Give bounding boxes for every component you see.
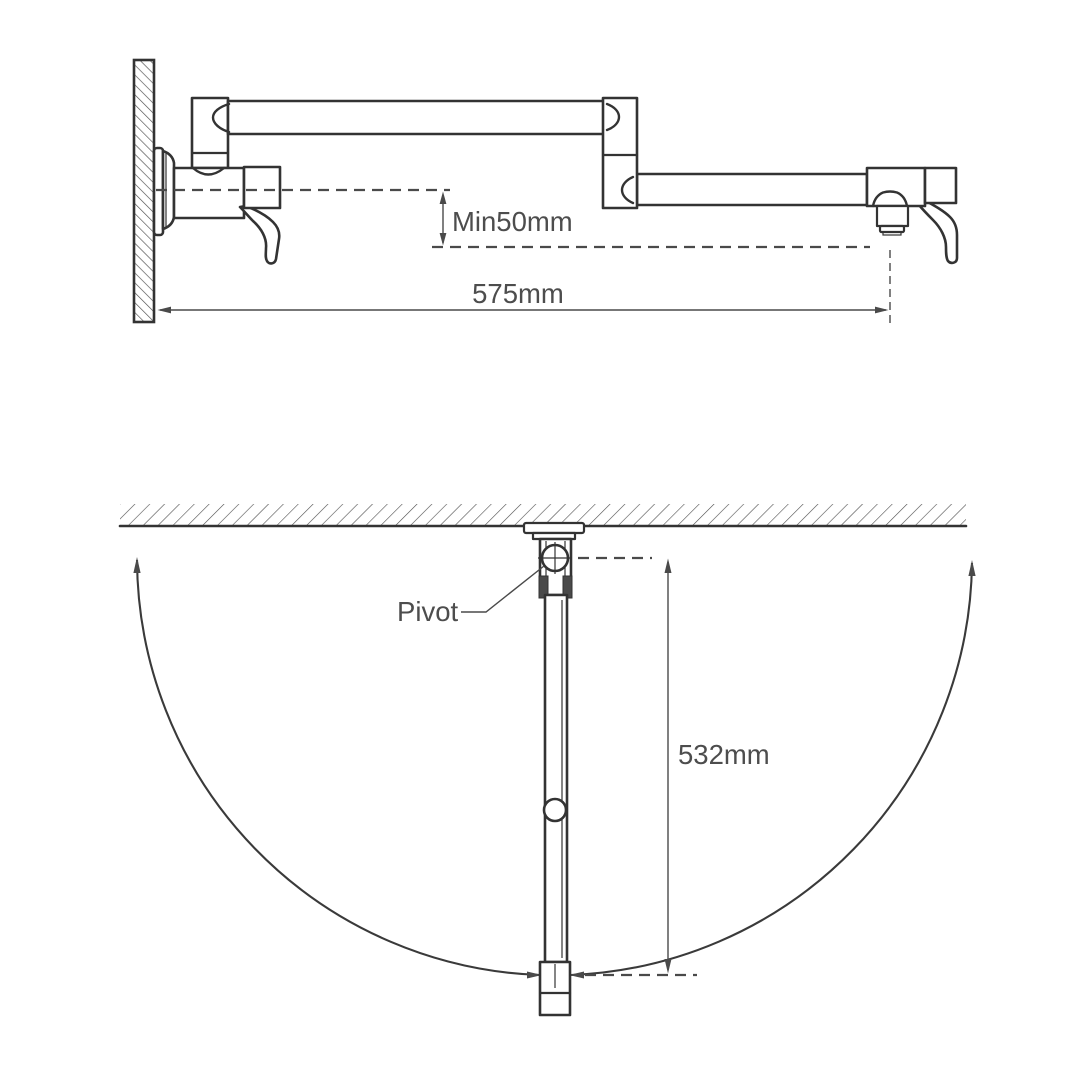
dimension-swing-radius: 532mm (664, 558, 770, 974)
spout-handle-mount (923, 166, 958, 205)
arc-arrow-up-right-icon (968, 560, 976, 576)
mount-plate (522, 521, 586, 535)
arrow-up-icon (439, 191, 447, 204)
spout-dome (871, 190, 909, 208)
plan-view: 532mm Pivot (118, 504, 976, 1017)
wall-hatch-band (120, 504, 966, 525)
pivot-symbol (538, 542, 572, 574)
valve-handle (238, 204, 281, 265)
aerator-lip (882, 231, 902, 236)
swing-radius-label: 532mm (678, 739, 770, 770)
arm-top-view (543, 593, 569, 964)
side-view: Min50mm 575mm (132, 58, 959, 324)
housing-tab-left (538, 575, 549, 599)
arc-arrow-in-right-icon (569, 971, 584, 979)
arrow-down-icon (439, 233, 447, 246)
wall-section (132, 58, 156, 324)
pivot-label: Pivot (397, 596, 458, 627)
arrow-up-icon (664, 558, 672, 573)
elbow-joint-top-view (542, 797, 568, 823)
valve-body (172, 166, 246, 220)
min-clearance-label: Min50mm (452, 206, 573, 237)
pivot-callout: Pivot (397, 565, 545, 627)
spout-end-top-view (538, 960, 572, 1017)
dimension-wall-to-spout: 575mm (157, 278, 889, 314)
lower-arm-end-cap (620, 175, 635, 205)
arc-arrow-up-left-icon (133, 557, 141, 573)
arrow-down-icon (664, 959, 672, 974)
riser-pipe (190, 96, 230, 170)
arrow-right-icon (875, 306, 889, 314)
arc-arrow-in-left-icon (527, 971, 542, 979)
wall-to-spout-label: 575mm (472, 278, 564, 309)
arrow-left-icon (157, 306, 171, 314)
swing-arc-left (135, 559, 541, 977)
lower-arm (635, 172, 869, 207)
riser-base-dome (191, 166, 226, 176)
dimension-min-clearance: Min50mm (439, 191, 573, 246)
upper-arm-end-cap (605, 102, 621, 132)
spout-handle (917, 199, 959, 265)
valve-cartridge-block (242, 165, 282, 210)
escutcheon-plate (152, 146, 165, 237)
riser-joint-cap (211, 102, 231, 134)
aerator-ring (878, 224, 906, 234)
swing-arc-right (570, 562, 974, 977)
upper-arm (226, 99, 606, 136)
elbow-joint-block (601, 96, 639, 210)
pivot-leader-line (461, 565, 545, 613)
spout-outlet-body (875, 204, 910, 228)
